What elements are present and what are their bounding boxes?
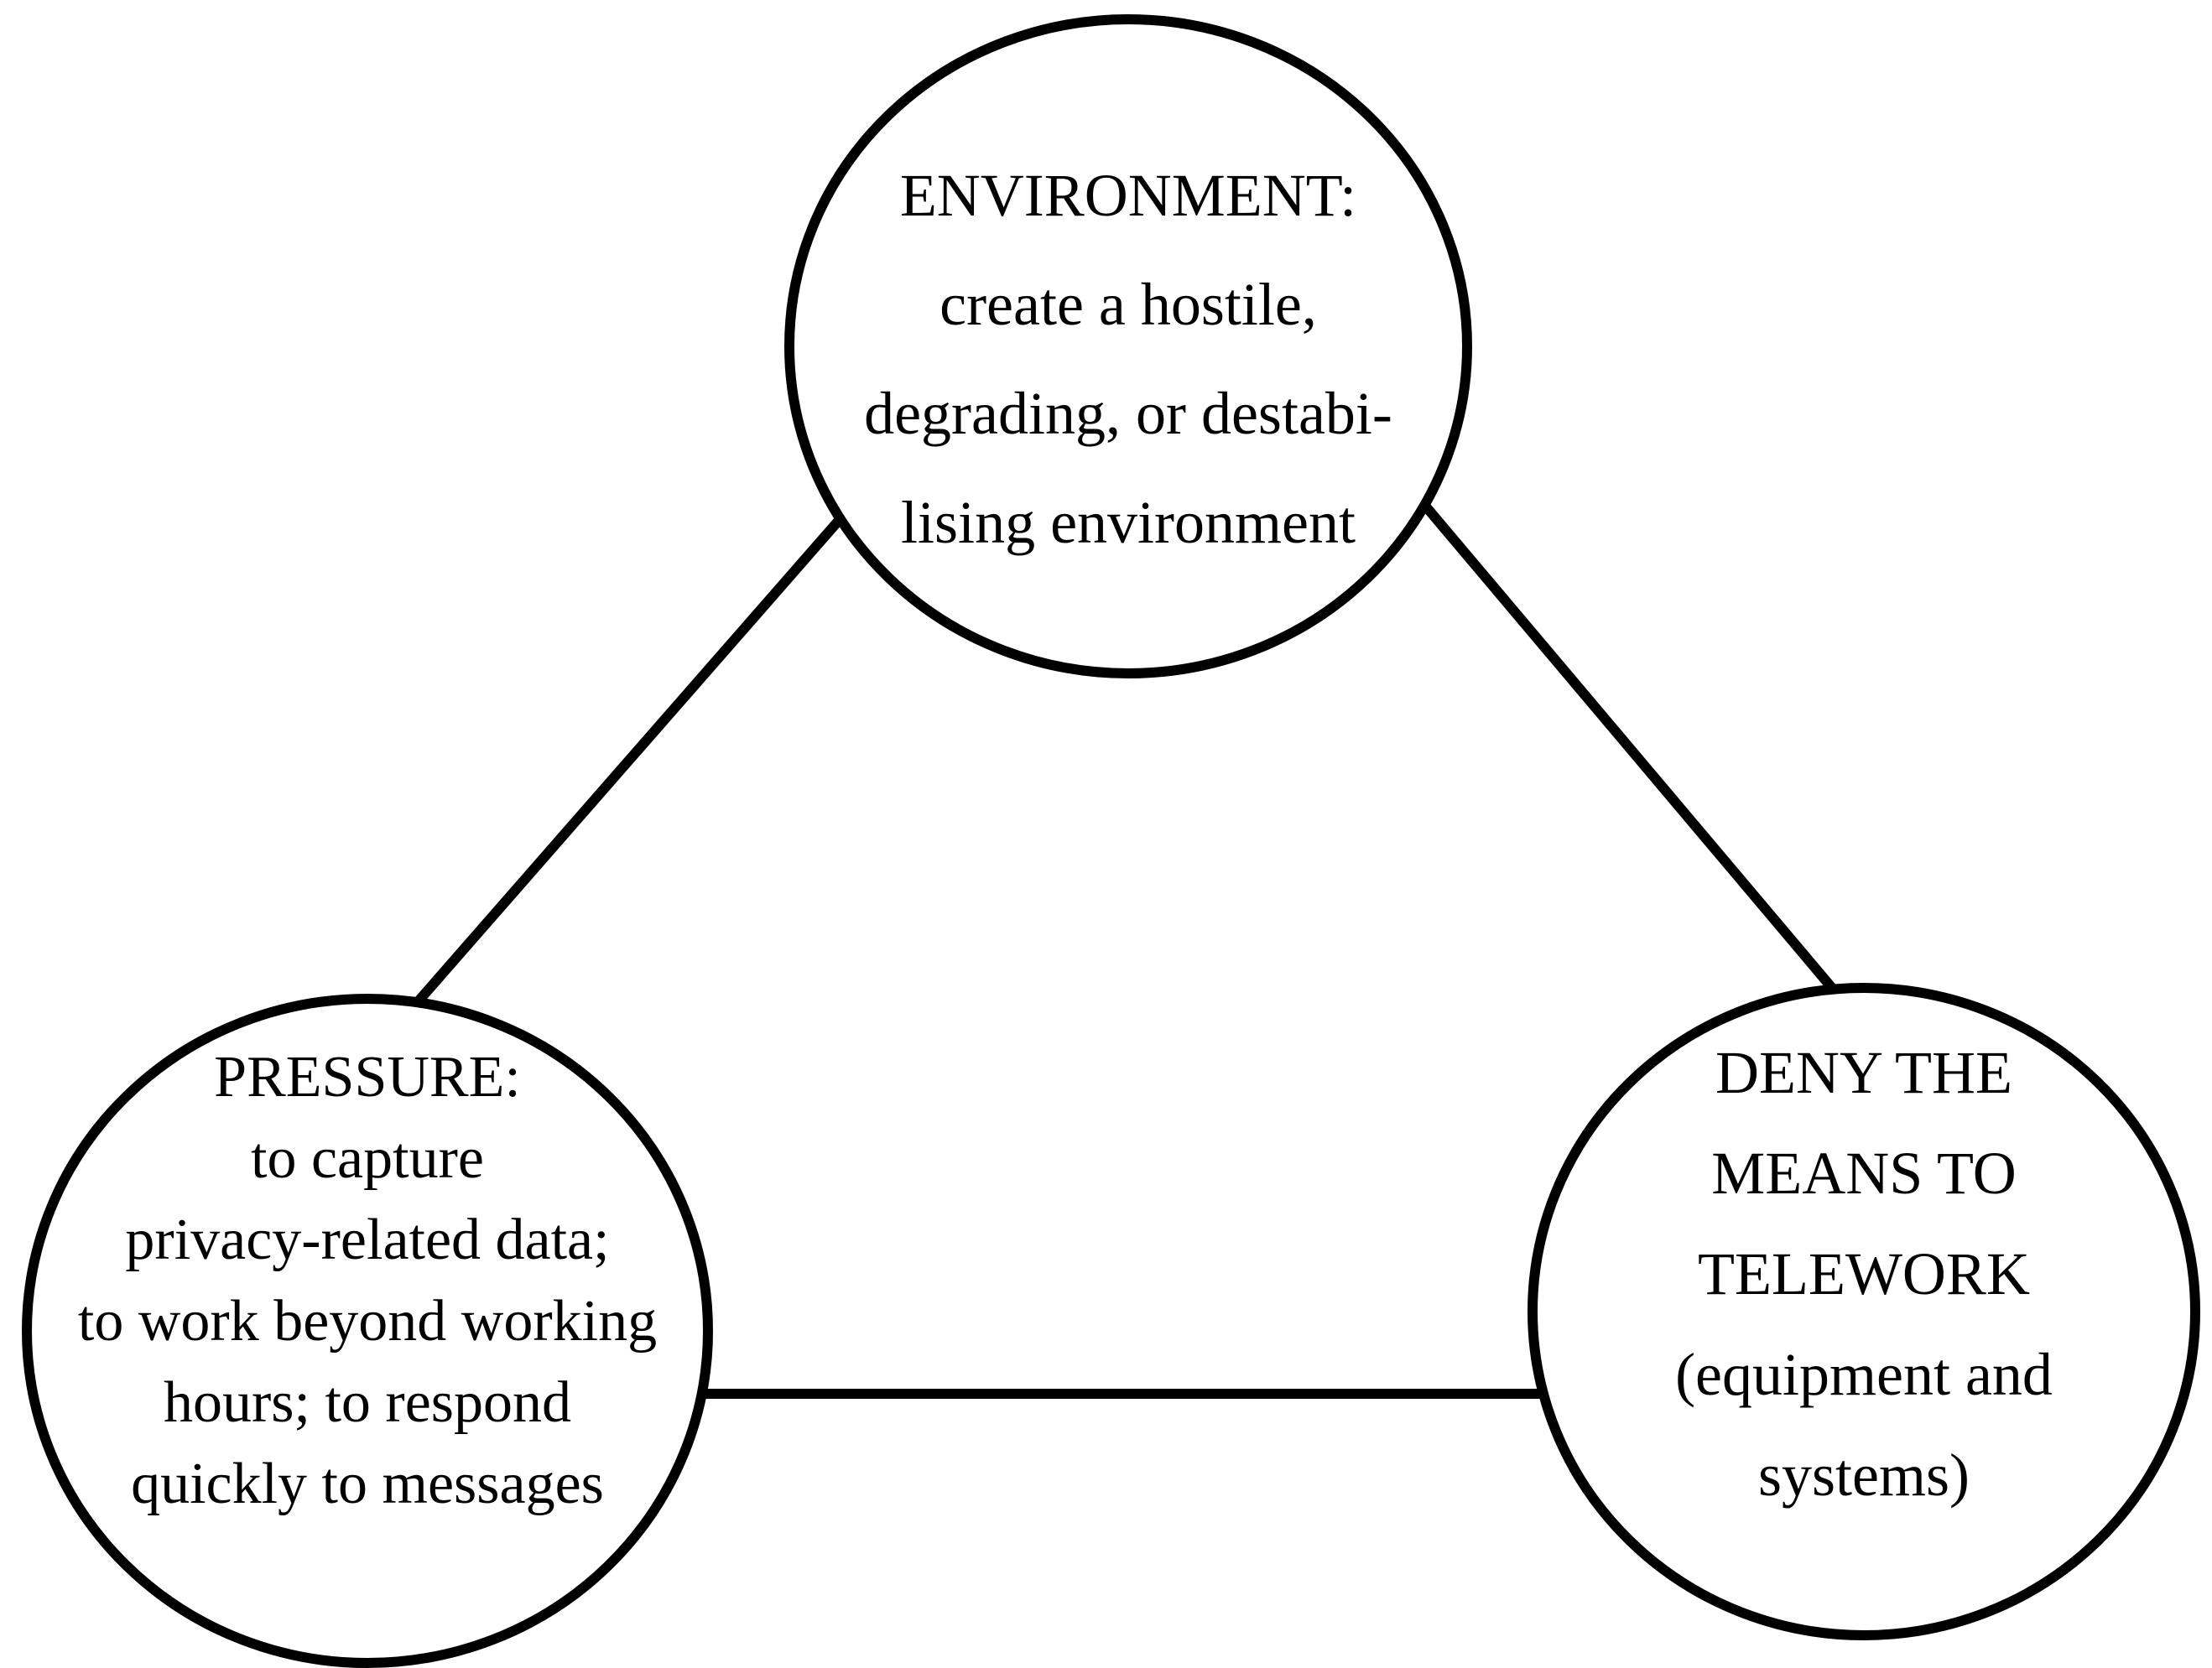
node-pressure-title: PRESSURE: — [214, 1045, 521, 1109]
node-deny-means-title: DENY THE — [1715, 1039, 2012, 1106]
node-pressure-line: hours; to respond — [163, 1370, 572, 1435]
node-environment-title: ENVIRONMENT: — [899, 162, 1357, 229]
node-environment-line: lising environment — [901, 489, 1356, 556]
node-deny-means-line: MEANS TO — [1711, 1140, 2017, 1207]
node-environment-line: degrading, or destabi- — [864, 380, 1392, 447]
node-deny-means-line: TELEWORK — [1698, 1240, 2030, 1307]
node-deny-means-line: (equipment and — [1675, 1341, 2053, 1408]
node-pressure-line: privacy-related data; — [125, 1208, 610, 1272]
environment-circle — [784, 14, 1472, 678]
node-pressure-line: to capture — [251, 1126, 484, 1191]
node-environment: ENVIRONMENT: create a hostile, degrading… — [789, 19, 1467, 673]
node-deny-means: DENY THE MEANS TO TELEWORK (equipment an… — [1533, 988, 2195, 1635]
pressure-circle — [22, 994, 713, 1668]
node-pressure-line: quickly to messages — [131, 1452, 604, 1516]
deny-means-circle — [1528, 983, 2200, 1640]
edge-environment-pressure — [359, 427, 922, 1068]
node-pressure: PRESSURE: to capture privacy-related dat… — [27, 999, 708, 1663]
node-deny-means-line: systems) — [1758, 1442, 1970, 1509]
node-pressure-line: to work beyond working — [77, 1289, 658, 1354]
node-environment-line: create a hostile, — [939, 271, 1317, 338]
